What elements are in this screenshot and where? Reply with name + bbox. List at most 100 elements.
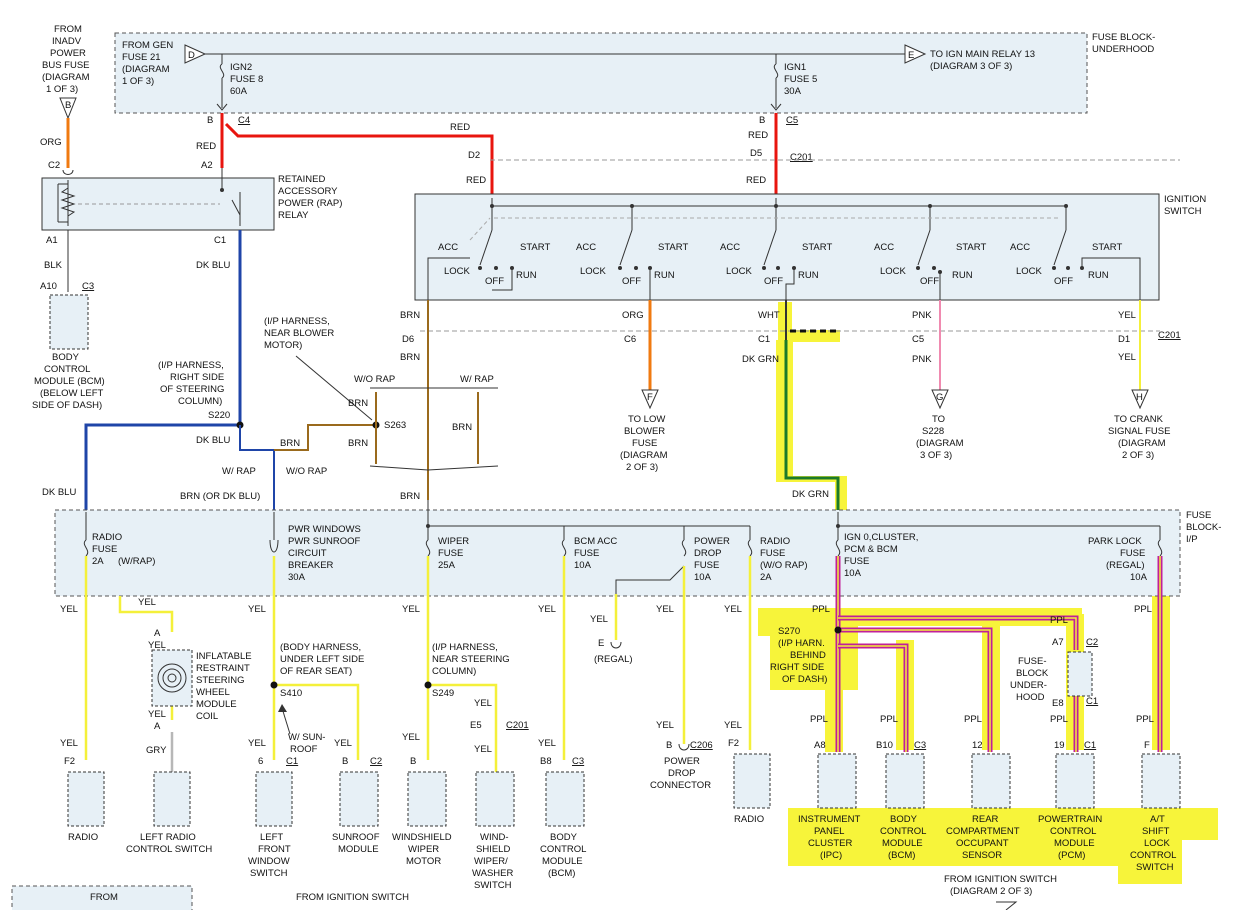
- ignition-switch: IGNITION SWITCH ACC START LOCK OFF RUN: [414, 193, 1206, 301]
- sw2-run: RUN: [654, 270, 675, 281]
- sw3-run: RUN: [798, 270, 819, 281]
- fuse-block-ip: FUSE BLOCK- I/P RADIO FUSE 2A (W/RAP) PW…: [54, 500, 1221, 597]
- fuse-radio-1: RADIO: [92, 532, 122, 543]
- wht-pin: C1: [758, 334, 770, 345]
- fuse-block-underhood-title-2: UNDERHOOD: [1092, 44, 1154, 55]
- ppl-bcm: PPL: [880, 714, 898, 725]
- bcm-b10-connector: C3: [914, 740, 926, 751]
- yel-wiper-2: YEL: [402, 732, 420, 743]
- fuse-block-ip-title-2: BLOCK-: [1186, 522, 1221, 533]
- from-inadv-6: 1 OF 3): [46, 84, 78, 95]
- switch-group-3: ACC START LOCK OFF RUN: [720, 242, 832, 300]
- org-to-2: BLOWER: [624, 426, 665, 437]
- from-ign-right-1: FROM IGNITION SWITCH: [944, 874, 1057, 885]
- yel-left-window: YEL: [248, 738, 266, 749]
- bcm-b10-1: BODY: [890, 814, 918, 825]
- c4-connector: C4: [238, 115, 250, 126]
- power-drop-1: POWER: [664, 756, 700, 767]
- at-5: SWITCH: [1136, 862, 1174, 873]
- pcm-4: (PCM): [1058, 850, 1085, 861]
- from-inadv-pin: C2: [48, 160, 60, 171]
- ignition-title-1: IGNITION: [1164, 194, 1206, 205]
- left-window-pin: 6: [258, 756, 263, 767]
- s410-w-sunroof-2: ROOF: [290, 744, 318, 755]
- from-inadv-4: BUS FUSE: [42, 60, 90, 71]
- bcm-b10-3: MODULE: [882, 838, 923, 849]
- fb-uh-4: HOOD: [1016, 692, 1045, 703]
- ignition-outputs: BRN D6 BRN ORG C6 F TO LOW BLOWER FUSE (…: [400, 300, 1181, 512]
- org-to-3: FUSE: [632, 438, 657, 449]
- fuse-pwr-2: PWR SUNROOF: [288, 536, 361, 547]
- s263-w-rap: W/ RAP: [222, 466, 256, 477]
- rap-pin-a1: A1: [46, 235, 58, 246]
- wiper-fuse-symbol: [425, 539, 431, 557]
- power-drop-3: CONNECTOR: [650, 780, 711, 791]
- s410-note-2: UNDER LEFT SIDE: [280, 654, 364, 665]
- sw5-acc: ACC: [1010, 242, 1030, 253]
- yel-radio-1: YEL: [60, 604, 78, 615]
- dkgrn-wire-2: DK GRN: [792, 489, 829, 500]
- rap-label-1: RETAINED: [278, 174, 325, 185]
- fuse-ign0-1: IGN 0,CLUSTER,: [844, 532, 918, 543]
- s270-5: OF DASH): [782, 674, 827, 685]
- left-window-3: WINDOW: [248, 856, 290, 867]
- power-drop-pin: B: [666, 740, 672, 751]
- yel-to-4: 2 OF 3): [1122, 450, 1154, 461]
- yel-regal: YEL: [590, 614, 608, 625]
- c4-wire-2: RED: [450, 122, 470, 133]
- from-ign-mid: FROM IGNITION SWITCH: [296, 892, 409, 903]
- switch-group-5: ACC START LOCK OFF RUN: [1010, 242, 1141, 300]
- bcm-top: A10 C3 BODY CONTROL MODULE (BCM) (BELOW …: [32, 281, 105, 411]
- sw1-off: OFF: [485, 276, 504, 287]
- wiper-motor-2: WIPER: [408, 844, 439, 855]
- yel-wire-in: YEL: [1118, 310, 1136, 321]
- coil-icon: [167, 673, 177, 683]
- washer-1: WIND-: [480, 832, 509, 843]
- fuse-radio2-2: FUSE: [760, 548, 785, 559]
- org-pin: C6: [624, 334, 636, 345]
- rap-wire-a1: BLK: [44, 260, 63, 271]
- fuse-block-underhood: FUSE BLOCK- UNDERHOOD FROM GEN FUSE 21 (…: [114, 32, 1155, 114]
- pnk-to-3: (DIAGRAM: [916, 438, 964, 449]
- left-window-4: SWITCH: [250, 868, 288, 879]
- s263-note-2: NEAR BLOWER: [264, 328, 334, 339]
- radio2-label: RADIO: [734, 814, 764, 825]
- pnk-to-1: TO: [932, 414, 945, 425]
- bcm-b8-1: BODY: [550, 832, 578, 843]
- bcm-b10-4: (BCM): [888, 850, 915, 861]
- rear-occ-4: SENSOR: [962, 850, 1002, 861]
- s220-note-3: OF STEERING: [160, 384, 224, 395]
- from-inadv-wire: ORG: [40, 137, 62, 148]
- from-gen-2: FUSE 21: [122, 52, 161, 63]
- at-3: LOCK: [1144, 838, 1171, 849]
- bcm-b10-2: CONTROL: [880, 826, 926, 837]
- ppl-rear: PPL: [964, 714, 982, 725]
- fuse-ign0-2: PCM & BCM: [844, 544, 898, 555]
- fb-uh-2: BLOCK: [1016, 668, 1049, 679]
- yel-radio-2b: YEL: [724, 720, 742, 731]
- fuse-pwr-5: 30A: [288, 572, 306, 583]
- yel-washer-2: YEL: [474, 744, 492, 755]
- yel-washer-1: YEL: [474, 698, 492, 709]
- fuse-block-ip-title-1: FUSE: [1186, 510, 1211, 521]
- rap-label-2: ACCESSORY: [278, 186, 338, 197]
- yel-pin: D1: [1118, 334, 1130, 345]
- sw4-start: START: [956, 242, 986, 253]
- s263-w-rap-top: W/ RAP: [460, 374, 494, 385]
- airbag-label-4: WHEEL: [196, 687, 230, 698]
- breaker-symbol: [269, 539, 279, 553]
- fuse-block-ip-title-3: I/P: [1186, 534, 1198, 545]
- fb-uh-3: UNDER-: [1010, 680, 1047, 691]
- s410-w-sunroof-1: W/ SUN-: [288, 732, 325, 743]
- fuse-pd-2: DROP: [694, 548, 721, 559]
- ppl-pcm-top: PPL: [1050, 615, 1068, 626]
- from-inadv-2: INADV: [52, 36, 82, 47]
- connector-d-label: D: [188, 50, 195, 61]
- power-drop-2: DROP: [668, 768, 695, 779]
- radio-wo-rap-fuse-symbol: [747, 539, 753, 557]
- bcm-b8-4: (BCM): [548, 868, 575, 879]
- s270-1: S270: [778, 626, 800, 637]
- fuse-pwr-4: BREAKER: [288, 560, 334, 571]
- s410-note-1: (BODY HARNESS,: [280, 642, 361, 653]
- park-lock-fuse-symbol: [1157, 539, 1163, 557]
